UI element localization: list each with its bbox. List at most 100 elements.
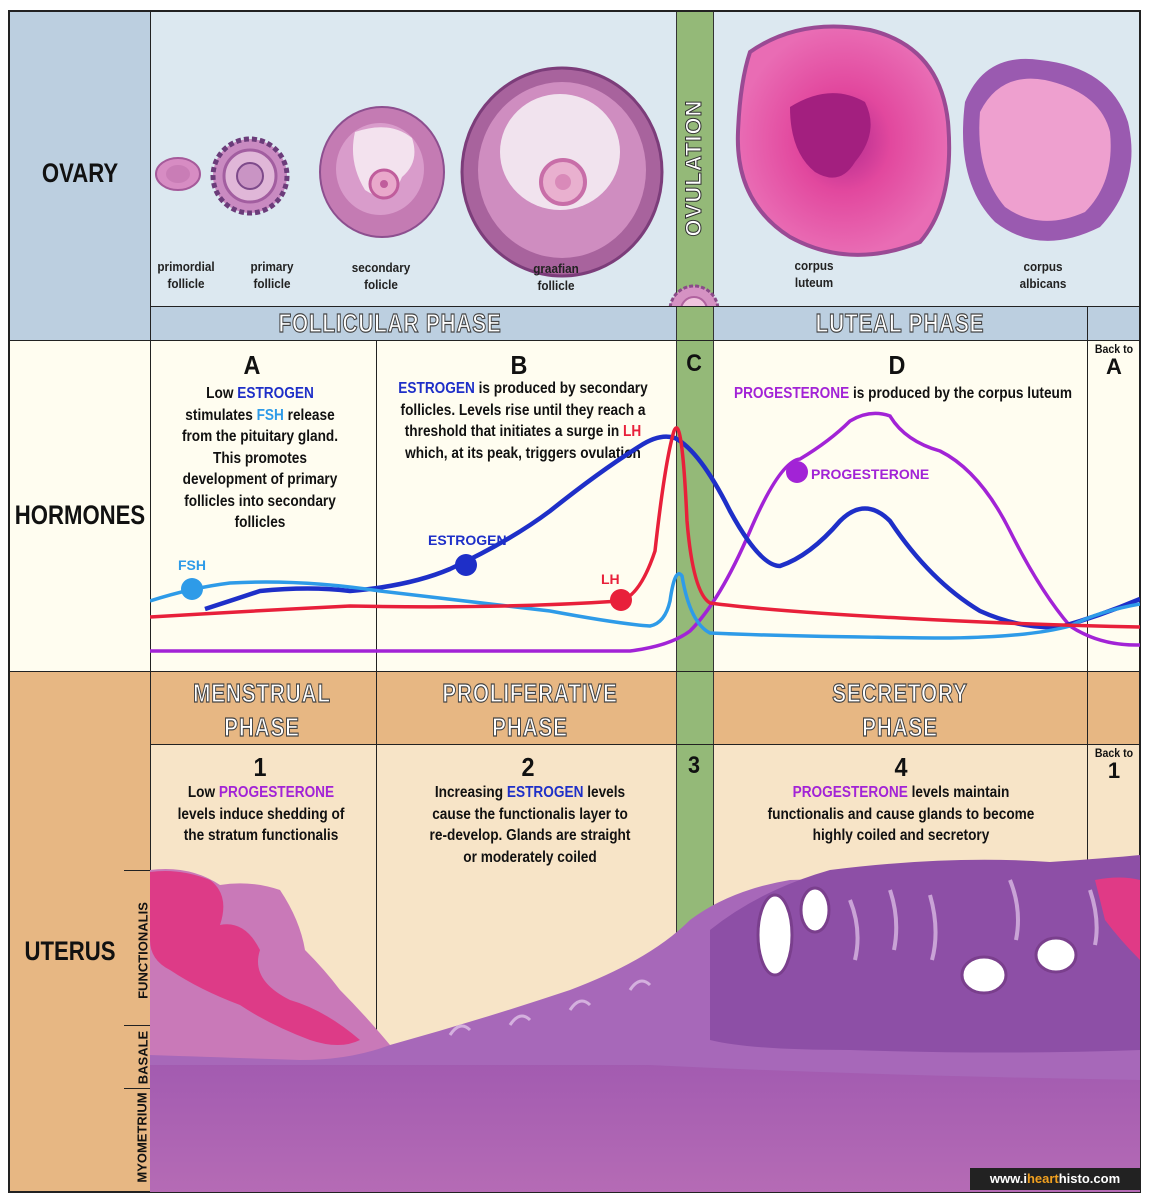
uterus-phase-bar [150, 672, 1140, 744]
progesterone-term: PROGESTERONE [733, 385, 850, 402]
layer-label-myometrium: MYOMETRIUM [134, 1092, 150, 1183]
text: release from the pituitary gland. This p… [181, 406, 339, 532]
row-label-hormones: HORMONES [14, 500, 146, 530]
ovulated-oocyte-image [668, 284, 720, 306]
caption-line: folicle [364, 277, 398, 292]
section-letter-c: C [686, 350, 702, 377]
caption-line: albicans [1019, 276, 1067, 291]
caption-line: luteum [794, 275, 834, 290]
layer-label-functionalis: FUNCTIONALIS [135, 902, 151, 999]
ovary-illustrations [155, 24, 1132, 306]
section-2-description: Increasing ESTROGEN levels cause the fun… [424, 782, 635, 868]
divider [10, 340, 1140, 341]
ovary-phase-bar [150, 306, 1140, 340]
watermark-text: .com [1089, 1171, 1121, 1186]
progesterone-curve-label: PROGESTERONE [811, 466, 930, 482]
progesterone-curve [150, 411, 1140, 653]
divider [10, 671, 1140, 672]
divider [1087, 306, 1088, 866]
layer-divider [124, 870, 150, 871]
caption-line: follicle [253, 276, 291, 291]
hormone-curves [150, 411, 1140, 653]
caption-graafian-follicle: graafian follicle [520, 260, 592, 294]
fsh-curve [150, 572, 1140, 640]
section-1-description: Low PROGESTERONE levels induce shedding … [170, 782, 351, 847]
layer-label-basale: BASALE [135, 1030, 151, 1085]
estrogen-curve [204, 434, 1140, 630]
fsh-term: FSH [256, 406, 284, 424]
section-d-description: PROGESTERONE is produced by the corpus l… [724, 383, 1081, 405]
graafian-follicle-image [460, 66, 664, 278]
lh-point [610, 589, 632, 611]
text: which, at its peak, triggers ovulation [405, 444, 641, 462]
back-to-number: 1 [1107, 758, 1121, 783]
estrogen-term: ESTROGEN [506, 784, 584, 801]
caption-line: corpus [1023, 259, 1063, 274]
primordial-follicle-image [155, 157, 201, 191]
progesterone-term: PROGESTERONE [792, 784, 908, 801]
ovulation-label: OVULATION [681, 99, 707, 237]
layer-divider [124, 1025, 150, 1026]
divider [150, 744, 1140, 745]
estrogen-term: ESTROGEN [237, 385, 314, 402]
endometrium-illustration [150, 855, 1140, 1192]
outer-frame [8, 10, 1141, 1193]
back-to-a: Back to A [1088, 342, 1140, 378]
follicular-phase-banner: FOLLICULAR PHASE [278, 307, 502, 338]
divider [150, 306, 1140, 307]
text: levels maintain functionalis and cause g… [767, 784, 1035, 844]
section-letter-a: A [243, 350, 261, 380]
row-label-ovary: OVARY [41, 158, 119, 188]
caption-primary-follicle: primary follicle [236, 258, 308, 292]
corpus-luteum-image [735, 24, 952, 257]
lh-curve-label: LH [601, 571, 620, 587]
watermark-text: www. [989, 1171, 1024, 1186]
watermark-text: histo [1058, 1171, 1090, 1186]
row-label-uterus: UTERUS [24, 936, 116, 966]
layer-divider [124, 1088, 150, 1089]
luteal-phase-banner: LUTEAL PHASE [815, 307, 985, 338]
section-number-2: 2 [521, 752, 535, 782]
estrogen-curve-label: ESTROGEN [428, 532, 507, 548]
text: levels induce shedding of the stratum fu… [177, 805, 345, 845]
caption-line: follicle [537, 278, 575, 293]
text: is produced by secondary follicles. Leve… [400, 380, 648, 440]
text: Low [206, 385, 238, 402]
section-b-description: ESTROGEN is produced by secondary follic… [395, 378, 650, 464]
caption-line: primary [250, 259, 294, 274]
site-watermark: www.ihearthisto.com [972, 1171, 1138, 1186]
lh-term: LH [623, 423, 642, 440]
corpus-albicans-image [963, 58, 1132, 241]
progesterone-point [786, 461, 808, 483]
primary-follicle-image [210, 136, 290, 216]
ovary-label-panel [10, 12, 150, 340]
secondary-follicle-image [319, 106, 445, 238]
text: is produced by the corpus luteum [849, 385, 1073, 402]
lh-curve [150, 426, 1140, 629]
back-to-letter: A [1106, 354, 1122, 379]
uterus-label-panel [10, 672, 150, 1192]
watermark-text: i [1023, 1171, 1027, 1186]
section-4-description: PROGESTERONE levels maintain functionali… [759, 782, 1042, 847]
text: stimulates [185, 406, 253, 424]
caption-line: corpus [794, 258, 834, 273]
section-a-description: Low ESTROGEN stimulates FSH release from… [172, 383, 348, 534]
caption-line: secondary [351, 260, 411, 275]
section-letter-d: D [888, 350, 906, 380]
section-letter-b: B [510, 350, 528, 380]
fsh-curve-label: FSH [178, 557, 206, 573]
caption-line: primordial [157, 259, 215, 274]
caption-line: follicle [167, 276, 205, 291]
section-number-1: 1 [253, 752, 267, 782]
caption-line: graafian [533, 261, 579, 276]
caption-corpus-luteum: corpus luteum [778, 257, 850, 291]
text: Low [187, 784, 219, 801]
watermark-text: heart [1026, 1171, 1059, 1186]
estrogen-term: ESTROGEN [398, 380, 475, 397]
fsh-point [181, 578, 203, 600]
text: Increasing [434, 784, 507, 801]
caption-primordial-follicle: primordial follicle [150, 258, 222, 292]
back-to-label: Back to [1094, 342, 1134, 356]
caption-corpus-albicans: corpus albicans [1007, 258, 1079, 292]
